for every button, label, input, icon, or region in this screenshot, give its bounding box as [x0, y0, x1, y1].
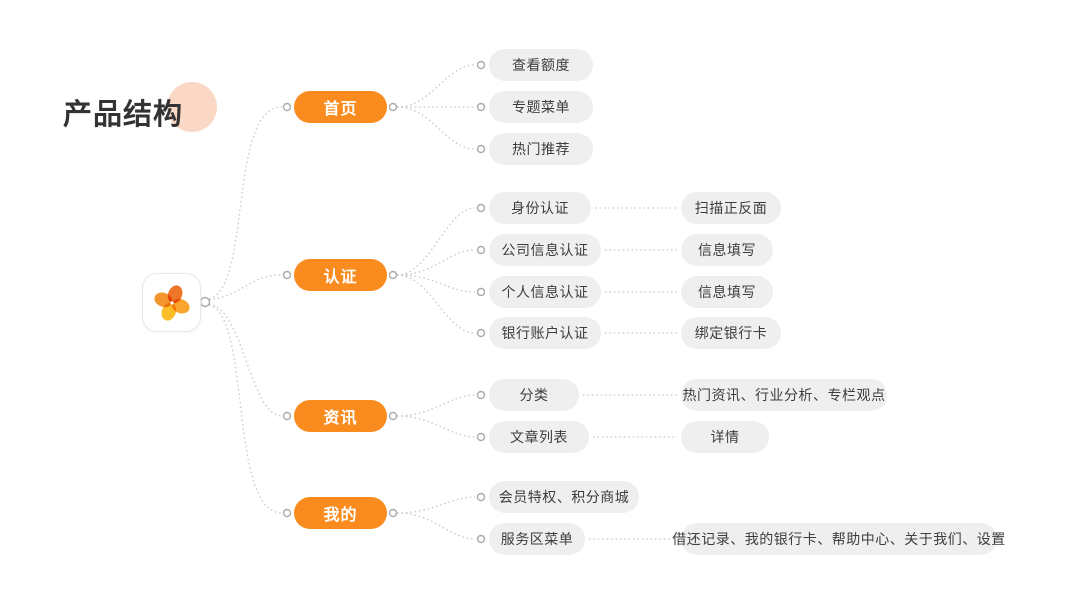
leaf-topic-node[interactable]: 扫描正反面 [681, 192, 781, 224]
sub-topic-node[interactable]: 公司信息认证 [489, 234, 601, 266]
pinwheel-flower-icon [153, 284, 190, 321]
sub-topic-node[interactable]: 查看额度 [489, 49, 593, 81]
sub-topic-node[interactable]: 会员特权、积分商城 [489, 481, 639, 513]
main-topic-news[interactable]: 资讯 [294, 400, 387, 432]
main-topic-home[interactable]: 首页 [294, 91, 387, 123]
sub-topic-node[interactable]: 银行账户认证 [489, 317, 601, 349]
sub-topic-node[interactable]: 分类 [489, 379, 579, 411]
sub-topic-node[interactable]: 个人信息认证 [489, 276, 601, 308]
sub-topic-node[interactable]: 热门推荐 [489, 133, 593, 165]
main-topic-profile[interactable]: 我的 [294, 497, 387, 529]
dotted-connector-paths [208, 64, 677, 540]
leaf-topic-node[interactable]: 信息填写 [681, 276, 773, 308]
page-title: 产品结构 [63, 99, 184, 131]
leaf-topic-node[interactable]: 绑定银行卡 [681, 317, 781, 349]
leaf-topic-node[interactable]: 详情 [681, 421, 769, 453]
sub-topic-node[interactable]: 服务区菜单 [489, 523, 585, 555]
leaf-topic-node[interactable]: 热门资讯、行业分析、专栏观点 [681, 379, 887, 411]
sub-topic-node[interactable]: 身份认证 [489, 192, 591, 224]
root-app-icon[interactable] [142, 273, 201, 332]
leaf-topic-node[interactable]: 信息填写 [681, 234, 773, 266]
title-block: 产品结构 [63, 80, 283, 140]
leaf-topic-node[interactable]: 借还记录、我的银行卡、帮助中心、关于我们、设置 [672, 523, 1005, 555]
title-accent-circle [167, 82, 217, 132]
connection-point-dots [199, 60, 486, 544]
sub-topic-node[interactable]: 文章列表 [489, 421, 589, 453]
main-topic-auth[interactable]: 认证 [294, 259, 387, 291]
sub-topic-node[interactable]: 专题菜单 [489, 91, 593, 123]
